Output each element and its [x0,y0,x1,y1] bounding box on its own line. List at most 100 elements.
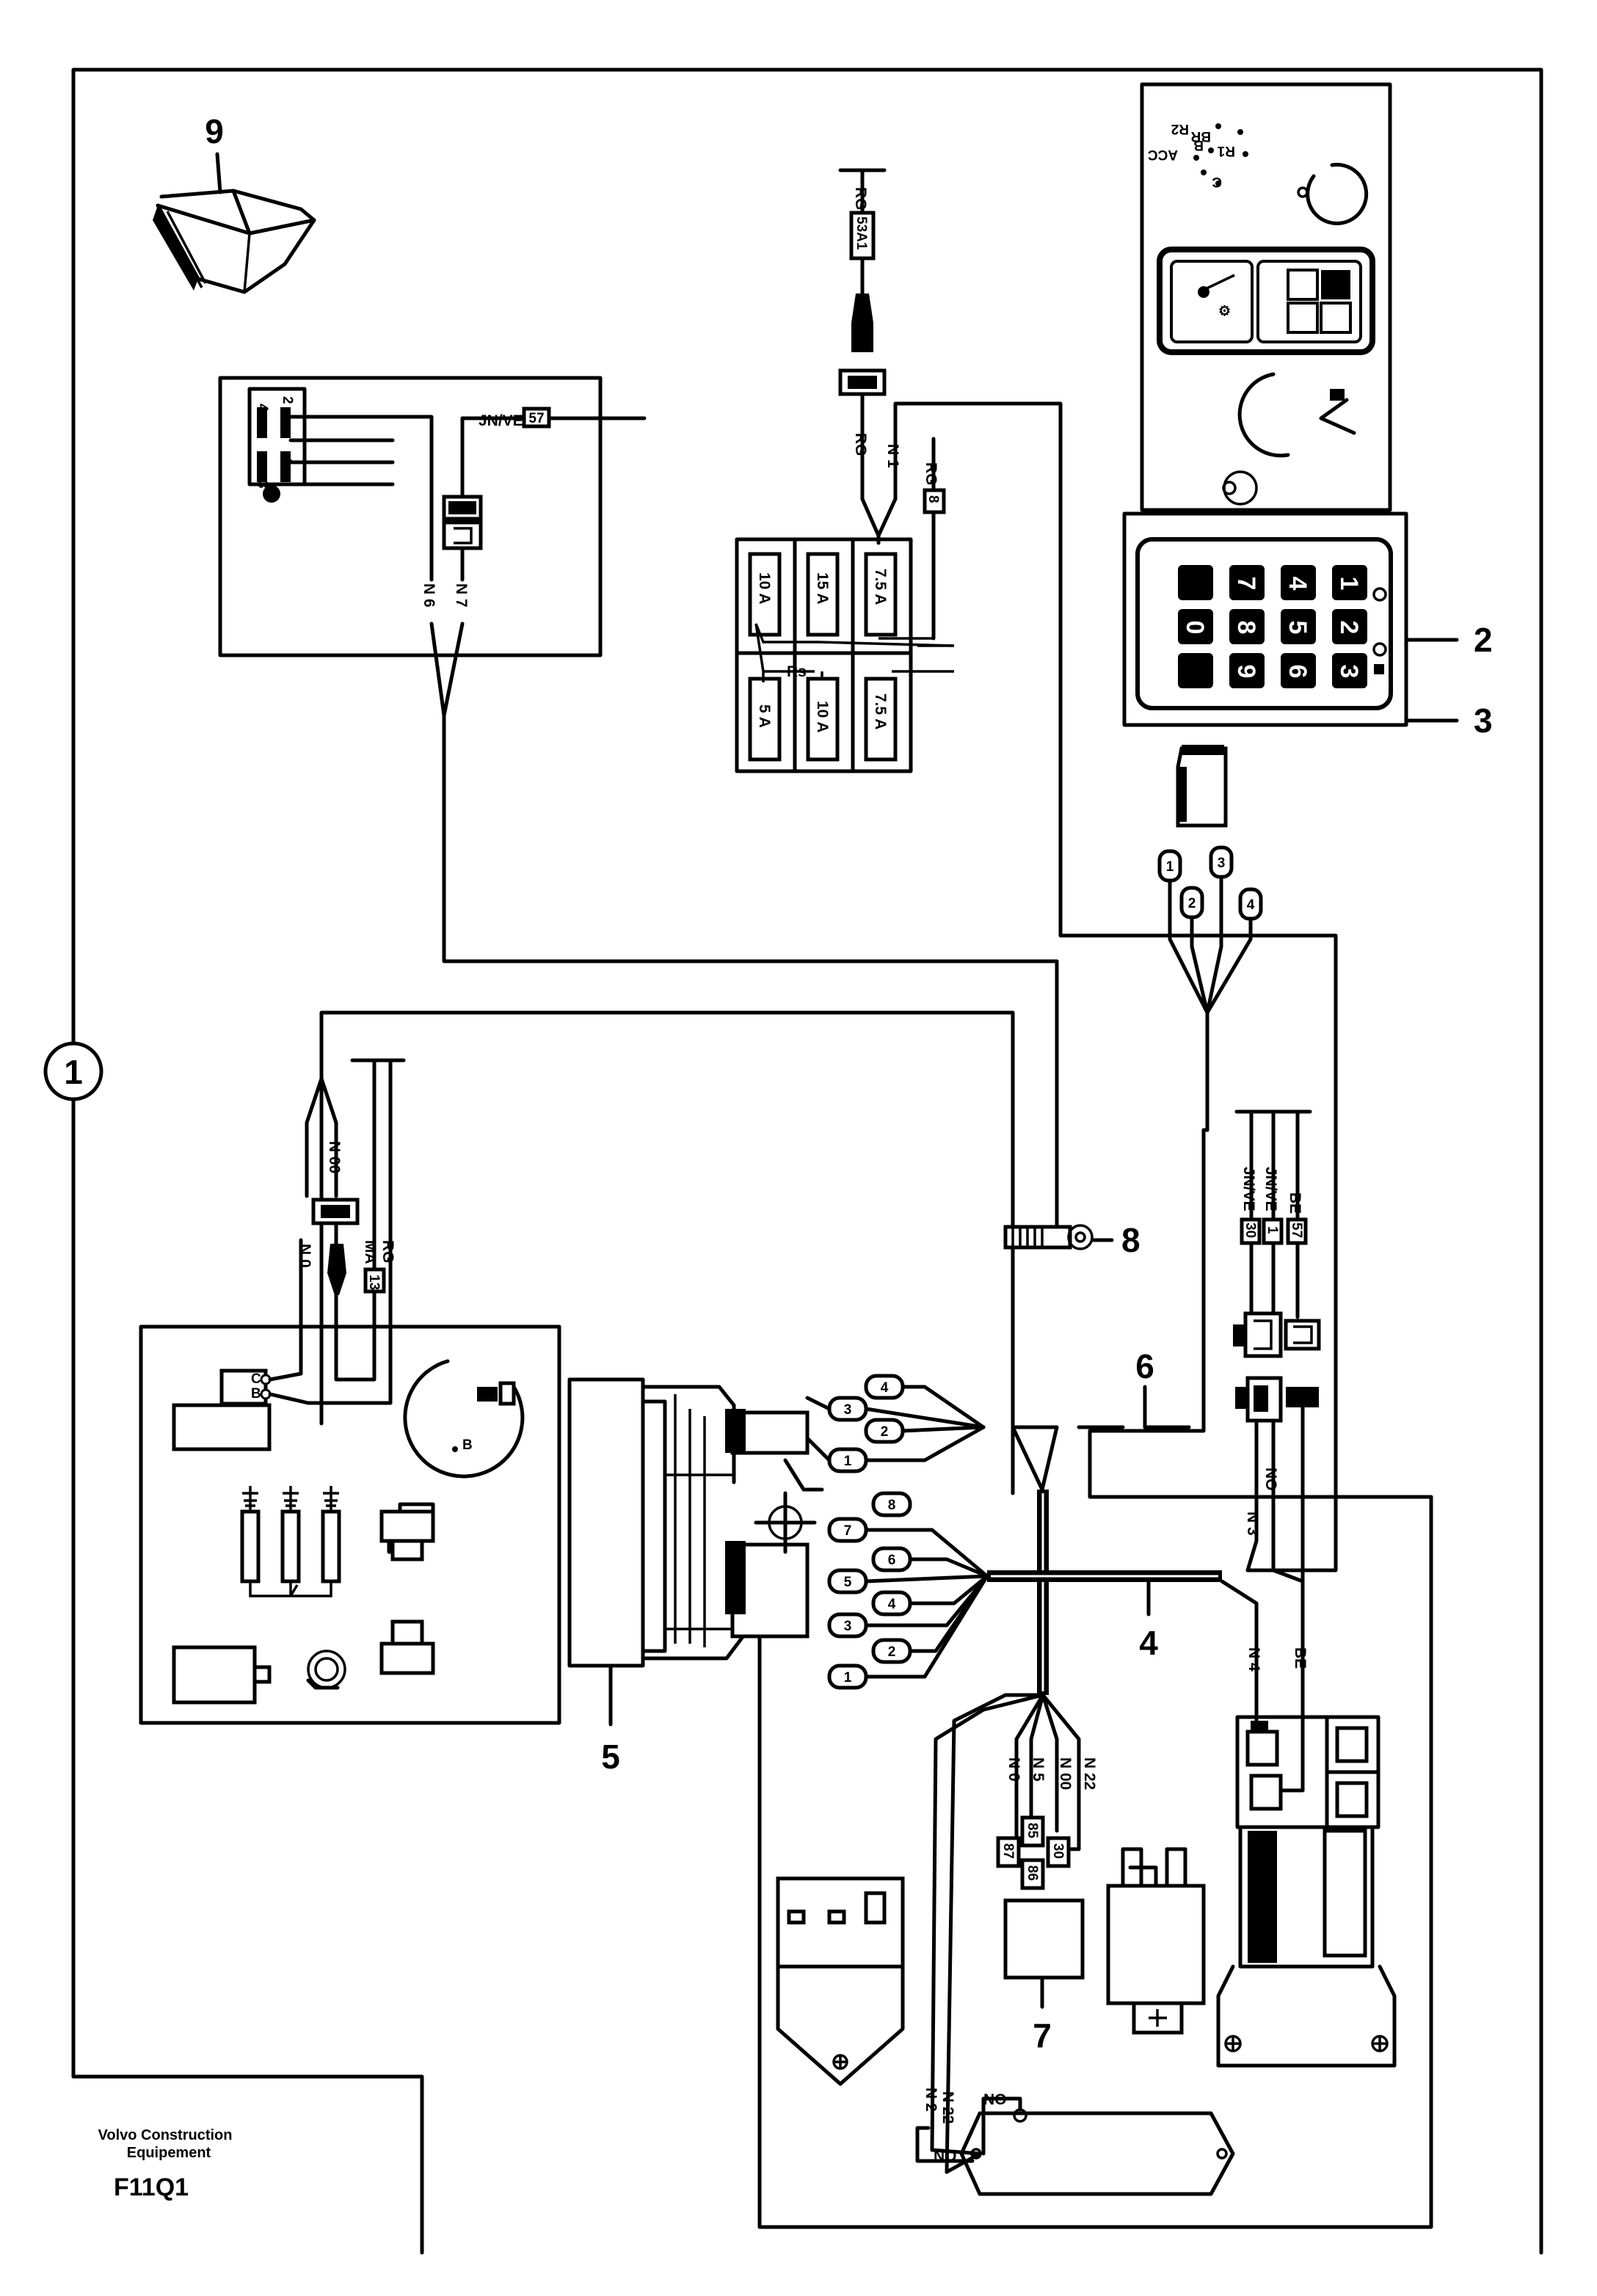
controller-ecu [567,1377,645,1668]
svg-text:53A1: 53A1 [854,216,869,250]
svg-text:B: B [462,1437,473,1453]
svg-text:4: 4 [255,404,270,412]
wire-label-no-mid: NO [1262,1468,1279,1491]
callout-5: 5 [601,1738,620,1776]
fuse-box [735,537,913,773]
svg-text:7: 7 [844,1523,852,1539]
svg-text:1: 1 [1265,1226,1280,1234]
wire-label-rg-8: RG [923,462,939,486]
svg-text:5: 5 [1284,621,1312,635]
wire-label-n1: N 1 [884,444,901,468]
wire-label-n00-left: N 00 [326,1141,343,1173]
svg-text:B: B [1193,137,1204,153]
svg-text:2: 2 [280,396,295,404]
manual-book-icon [153,189,316,294]
wire-label-rg-mid: RG [852,433,869,456]
svg-text:1: 1 [280,459,295,467]
relay-7 [1003,1898,1085,1980]
svg-text:8: 8 [1232,621,1260,635]
svg-text:8: 8 [888,1498,896,1513]
wire-label-jnve-1: JN/VE [1262,1167,1279,1211]
svg-text:0: 0 [1181,621,1209,635]
svg-text:57: 57 [528,411,544,426]
svg-text:7.5 A: 7.5 A [872,569,889,605]
svg-text:R1: R1 [1217,143,1235,158]
wire-label-n22-low: N 22 [1081,1757,1098,1790]
svg-text:2: 2 [1335,621,1363,635]
keypad-housing [1122,511,1408,727]
svg-text:1: 1 [1335,577,1363,591]
callout-4: 4 [1139,1624,1158,1662]
wire-label-n22-b: N 22 [939,2091,956,2124]
wire-label-n2: N 2 [923,2088,939,2112]
wire-label-n0-low: N 0 [1005,1757,1022,1782]
wire-label-n6: N 6 [421,583,437,608]
callout-1: 1 [64,1053,83,1091]
wire-label-n0-left: N 0 [297,1244,313,1268]
svg-text:6: 6 [888,1553,896,1568]
svg-text:57: 57 [1289,1222,1304,1238]
instrument-panel [1140,82,1392,512]
wire-label-n00-low: N 00 [1057,1757,1074,1790]
callout-8: 8 [1121,1221,1141,1259]
callout-2: 2 [1474,621,1493,659]
callout-3: 3 [1474,701,1493,740]
figure-code: F11Q1 [114,2173,189,2201]
footer-company-2: Equipement [127,2145,211,2161]
svg-text:3: 3 [1335,665,1363,679]
fuse-7-5a-top [864,552,898,637]
svg-text:7.5 A: 7.5 A [872,693,889,729]
svg-text:9: 9 [1232,665,1260,679]
resistors [240,1486,341,1597]
svg-text:6: 6 [1284,665,1312,679]
svg-text:4: 4 [888,1597,896,1612]
svg-text:1: 1 [844,1670,852,1685]
svg-text:5: 5 [844,1575,852,1590]
svg-text:13: 13 [366,1275,382,1290]
relay-7-pins: 87 85 86 30 [996,1815,1081,1890]
footer-company: Volvo Construction [98,2127,233,2143]
wire-label-n4: N 4 [1245,1647,1262,1672]
svg-text:15 A: 15 A [814,572,831,605]
svg-text:⚙: ⚙ [1218,304,1231,319]
switch-panel [218,376,603,657]
wire-label-jnve-57: JN/VE [479,412,523,429]
wire-label-rg-top: RG [852,187,869,211]
svg-text:3: 3 [844,1402,852,1418]
svg-text:30: 30 [1050,1843,1066,1859]
svg-text:R2: R2 [1171,121,1189,136]
svg-text:86: 86 [1025,1865,1040,1881]
connector-pins-upper: 4 3 2 1 [805,1374,986,1473]
svg-text:7: 7 [1232,577,1260,591]
connector-pins-lower: 8 7 6 5 4 3 2 1 [827,1491,989,1690]
svg-text:10 A: 10 A [756,572,773,605]
svg-text:3: 3 [844,1619,852,1634]
electrical-panel [139,1324,561,1725]
svg-text:1: 1 [1166,859,1174,875]
keypad-keys: 7 4 1 0 8 5 2 9 6 3 [1178,565,1367,688]
svg-text:3: 3 [1218,856,1226,871]
callout-6: 6 [1135,1347,1154,1385]
svg-text:4: 4 [881,1380,889,1396]
wire-label-n5-low: N 5 [1030,1757,1047,1782]
wire-label-n7: N 7 [453,583,470,608]
svg-text:8: 8 [925,495,941,503]
svg-text:4: 4 [1284,577,1312,591]
svg-text:BR: BR [1190,128,1211,144]
fuse-15a [806,552,840,637]
svg-text:10 A: 10 A [814,701,831,733]
svg-text:2: 2 [881,1424,889,1440]
fuse-5a [748,677,782,762]
svg-text:5 A: 5 A [756,704,773,728]
callout-1-circle [43,1041,103,1101]
wire-label-rs: Rs [787,663,807,680]
wire-label-n3: N 3 [1244,1512,1261,1536]
wire-label-be-57: BE [1287,1192,1303,1214]
svg-text:2: 2 [1188,896,1196,911]
wire-label-rg-left: RG [379,1240,396,1264]
fuse-10a-top [748,552,782,637]
svg-text:B: B [251,1386,261,1402]
fuse-7-5a-bottom [864,677,898,762]
svg-text:3: 3 [255,481,270,489]
